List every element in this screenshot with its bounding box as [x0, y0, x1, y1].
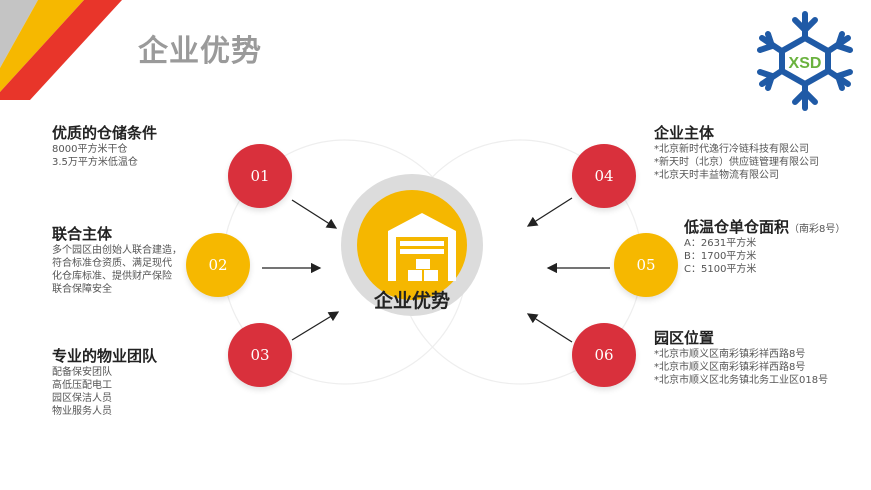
- arrow-06: [526, 313, 573, 343]
- node-title: 联合主体: [52, 225, 113, 243]
- node-line: *北京市顺义区南彩镇彩祥西路8号: [654, 349, 806, 360]
- node-number: 03: [250, 346, 270, 364]
- page-title: 企业优势: [138, 34, 262, 69]
- node-line: 化仓库标准、提供财产保险: [52, 271, 172, 282]
- node-line: *北京市顺义区北务镇北务工业区018号: [654, 375, 829, 386]
- warehouse-icon: [388, 213, 456, 281]
- node-number: 05: [636, 256, 656, 274]
- logo-text: XSD: [789, 55, 822, 72]
- node-line: 物业服务人员: [52, 406, 112, 417]
- arrow-04: [526, 197, 573, 227]
- node-circle-04: 04: [572, 144, 636, 208]
- node-text-04: 企业主体 *北京新时代逸行冷链科技有限公司 *新天时（北京）供应链管理有限公司 …: [654, 122, 819, 182]
- node-circle-03: 03: [228, 323, 292, 387]
- node-title: 企业主体: [654, 124, 715, 142]
- node-circle-01: 01: [228, 144, 292, 208]
- arrow-01: [291, 199, 338, 229]
- node-line: 园区保洁人员: [52, 393, 112, 404]
- node-number: 06: [594, 346, 614, 364]
- node-line: 8000平方米干仓: [52, 144, 128, 155]
- node-title: 低温仓单仓面积: [684, 218, 790, 236]
- node-line: 符合标准仓资质、满足现代: [52, 258, 172, 269]
- node-line: 多个园区由创始人联合建造，: [52, 245, 182, 256]
- node-number: 01: [250, 167, 270, 185]
- node-line: 3.5万平方米低温仓: [52, 157, 138, 168]
- node-line: 配备保安团队: [52, 367, 112, 378]
- corner-stripes: [0, 0, 122, 100]
- node-title: 园区位置: [654, 329, 715, 347]
- node-number: 04: [594, 167, 614, 185]
- node-subtitle: （南彩8号）: [789, 224, 846, 235]
- node-text-03: 专业的物业团队 配备保安团队 高低压配电工 园区保洁人员 物业服务人员: [52, 345, 157, 418]
- node-line: *北京天时丰益物流有限公司: [654, 170, 779, 181]
- node-line: 高低压配电工: [52, 380, 112, 391]
- node-circle-02: 02: [186, 233, 250, 297]
- node-line: *北京新时代逸行冷链科技有限公司: [654, 144, 809, 155]
- node-line: *北京市顺义区南彩镇彩祥西路8号: [654, 362, 806, 373]
- node-circle-05: 05: [614, 233, 678, 297]
- node-title: 专业的物业团队: [52, 347, 158, 365]
- xsd-snowflake-logo: XSD: [757, 11, 853, 111]
- node-line: C：5100平方米: [684, 264, 757, 275]
- node-line: 联合保障安全: [52, 284, 112, 295]
- node-text-06: 园区位置 *北京市顺义区南彩镇彩祥西路8号 *北京市顺义区南彩镇彩祥西路8号 *…: [654, 327, 828, 387]
- node-text-05: 低温仓单仓面积（南彩8号） A：2631平方米 B：1700平方米 C：5100…: [684, 216, 845, 276]
- node-line: B：1700平方米: [684, 251, 757, 262]
- center-label: 企业优势: [373, 290, 450, 312]
- node-text-01: 优质的仓储条件 8000平方米干仓 3.5万平方米低温仓: [52, 122, 157, 169]
- node-line: *新天时（北京）供应链管理有限公司: [654, 157, 819, 168]
- node-text-02: 联合主体 多个园区由创始人联合建造， 符合标准仓资质、满足现代 化仓库标准、提供…: [52, 223, 182, 296]
- node-circle-06: 06: [572, 323, 636, 387]
- node-title: 优质的仓储条件: [52, 124, 158, 142]
- node-number: 02: [208, 256, 228, 274]
- node-line: A：2631平方米: [684, 238, 757, 249]
- arrow-03: [291, 311, 340, 341]
